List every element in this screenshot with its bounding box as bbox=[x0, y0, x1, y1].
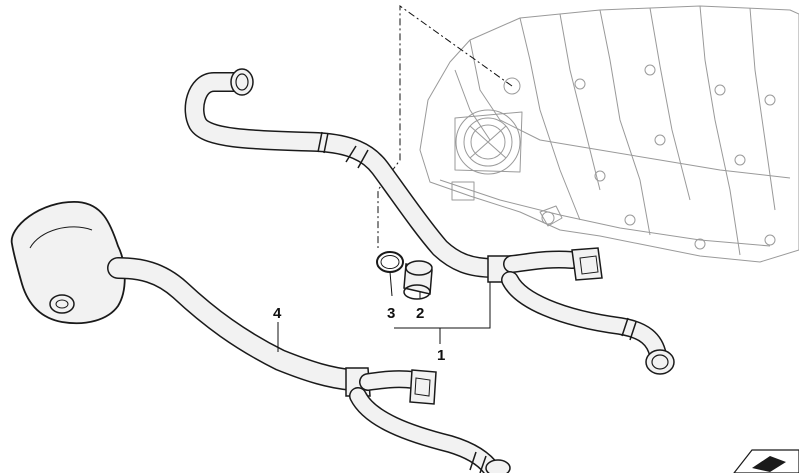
callout-1: 1 bbox=[437, 347, 445, 364]
o-ring-part-3 bbox=[376, 251, 404, 273]
seal-part-2 bbox=[403, 260, 433, 300]
diagram-corner-icon bbox=[733, 449, 799, 473]
callout-leaders bbox=[277, 271, 491, 352]
intake-manifold bbox=[419, 5, 799, 263]
callout-3: 3 bbox=[387, 305, 395, 322]
callout-4: 4 bbox=[273, 305, 282, 322]
oil-separator-hose-part-4 bbox=[10, 201, 511, 473]
vent-hose-assembly bbox=[184, 68, 675, 375]
assembly-leader-dashed bbox=[377, 5, 513, 248]
callout-2: 2 bbox=[416, 305, 424, 322]
